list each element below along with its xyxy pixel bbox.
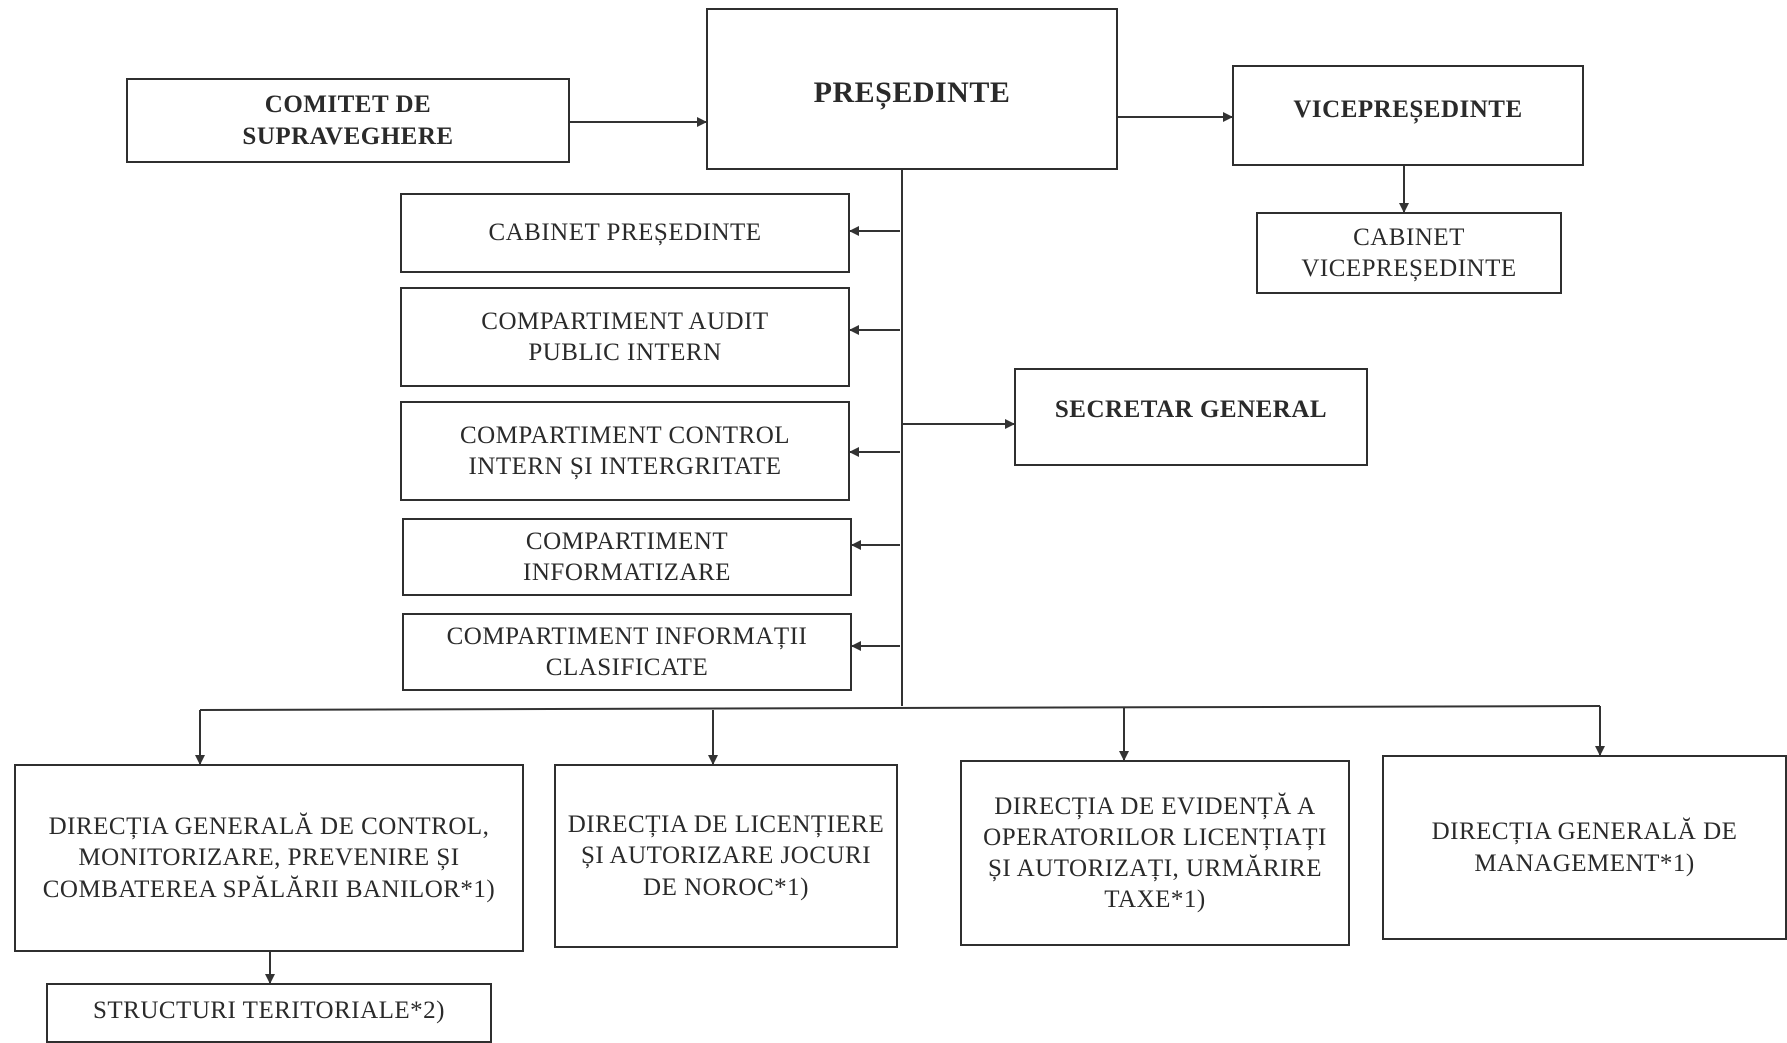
secretar-general-label: SECRETAR GENERAL <box>1054 396 1328 423</box>
left-unit-4: COMPARTIMENT INFORMATIZARE <box>402 518 852 596</box>
structuri-teritoriale-box: STRUCTURI TERITORIALE*2) <box>46 983 492 1043</box>
left-unit-1-label: CABINET PREȘEDINTE <box>488 219 762 247</box>
direction-box-2: DIRECȚIA DE LICENȚIERE ȘI AUTORIZARE JOC… <box>554 764 898 948</box>
left-unit-3: COMPARTIMENT CONTROL INTERN ȘI INTERGRIT… <box>400 401 850 501</box>
direction-4-label: DIRECȚIA GENERALĂ DE MANAGEMENT*1) <box>1431 818 1738 877</box>
left-unit-2: COMPARTIMENT AUDIT PUBLIC INTERN <box>400 287 850 387</box>
comitet-label: COMITET DE SUPRAVEGHERE <box>242 91 454 150</box>
direction-box-3: DIRECȚIA DE EVIDENȚĂ A OPERATORILOR LICE… <box>960 760 1350 946</box>
vicepresedinte-box: VICEPREȘEDINTE <box>1232 65 1584 166</box>
presedinte-box: PREȘEDINTE <box>706 8 1118 170</box>
comitet-box: COMITET DE SUPRAVEGHERE <box>126 78 570 163</box>
secretar-general-box: SECRETAR GENERAL <box>1014 368 1368 466</box>
presedinte-label: PREȘEDINTE <box>813 76 1011 109</box>
direction-box-4: DIRECȚIA GENERALĂ DE MANAGEMENT*1) <box>1382 755 1787 940</box>
vicepresedinte-label: VICEPREȘEDINTE <box>1293 96 1523 123</box>
left-unit-1: CABINET PREȘEDINTE <box>400 193 850 273</box>
left-unit-2-label: COMPARTIMENT AUDIT PUBLIC INTERN <box>481 307 769 366</box>
direction-1-label: DIRECȚIA GENERALĂ DE CONTROL, MONITORIZA… <box>42 813 496 903</box>
structuri-teritoriale-label: STRUCTURI TERITORIALE*2) <box>92 997 446 1024</box>
direction-box-1: DIRECȚIA GENERALĂ DE CONTROL, MONITORIZA… <box>14 764 524 952</box>
direction-2-label: DIRECȚIA DE LICENȚIERE ȘI AUTORIZARE JOC… <box>567 811 885 901</box>
cabinet-vicepresedinte-box: CABINET VICEPREȘEDINTE <box>1256 212 1562 294</box>
left-unit-5: COMPARTIMENT INFORMAȚII CLASIFICATE <box>402 613 852 691</box>
left-unit-4-label: COMPARTIMENT INFORMATIZARE <box>523 527 731 586</box>
cabinet-vicepresedinte-label: CABINET VICEPREȘEDINTE <box>1301 223 1517 282</box>
left-unit-5-label: COMPARTIMENT INFORMAȚII CLASIFICATE <box>446 622 808 681</box>
left-unit-3-label: COMPARTIMENT CONTROL INTERN ȘI INTERGRIT… <box>459 421 791 480</box>
direction-3-label: DIRECȚIA DE EVIDENȚĂ A OPERATORILOR LICE… <box>983 792 1327 914</box>
direction-bus <box>199 705 1601 711</box>
